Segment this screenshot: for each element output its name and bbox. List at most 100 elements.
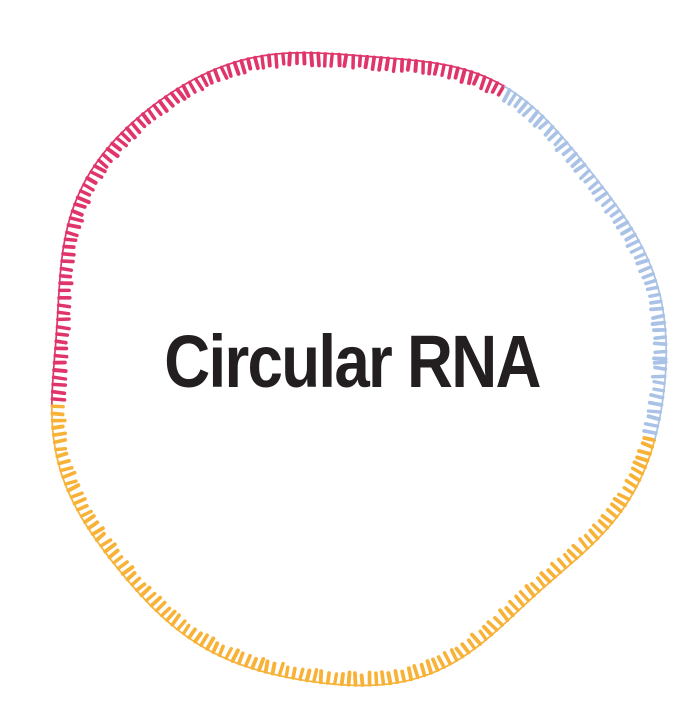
nucleotide-tick xyxy=(413,59,419,73)
nucleotide-tick xyxy=(90,526,105,537)
nucleotide-tick xyxy=(447,64,453,80)
nucleotide-tick xyxy=(591,185,604,195)
nucleotide-tick xyxy=(517,100,529,114)
nucleotide-tick xyxy=(612,214,626,224)
nucleotide-tick xyxy=(579,168,591,180)
nucleotide-tick xyxy=(116,560,129,571)
nucleotide-tick xyxy=(52,431,67,437)
nucleotide-tick xyxy=(101,152,113,164)
nucleotide-tick xyxy=(73,202,87,209)
nucleotide-tick xyxy=(159,606,172,618)
nucleotide-tick xyxy=(51,375,68,381)
nucleotide-tick xyxy=(63,237,78,242)
nucleotide-tick xyxy=(312,668,319,684)
nucleotide-tick xyxy=(50,404,65,409)
nucleotide-tick xyxy=(61,470,77,480)
nucleotide-tick xyxy=(333,672,339,686)
nucleotide-tick xyxy=(635,258,650,266)
nucleotide-tick xyxy=(650,320,667,326)
nucleotide-tick xyxy=(449,648,459,662)
nucleotide-tick xyxy=(199,633,209,648)
nucleotide-tick xyxy=(139,585,152,598)
nucleotide-tick xyxy=(652,387,666,393)
nucleotide-tick xyxy=(170,613,181,627)
nucleotide-tick xyxy=(56,303,72,309)
nucleotide-tick xyxy=(342,53,349,68)
nucleotide-tick xyxy=(637,449,652,456)
nucleotide-tick xyxy=(243,653,252,668)
nucleotide-tick xyxy=(649,299,663,305)
nucleotide-tick xyxy=(594,191,609,202)
nucleotide-tick xyxy=(504,605,515,618)
nucleotide-tick xyxy=(630,466,644,476)
diagram-title: Circular RNA xyxy=(164,320,541,404)
nucleotide-tick xyxy=(612,496,627,508)
nucleotide-tick xyxy=(246,57,253,71)
nucleotide-tick xyxy=(643,422,660,428)
nucleotide-tick xyxy=(120,131,132,143)
nucleotide-tick xyxy=(615,220,630,230)
nucleotide-tick xyxy=(175,87,187,101)
nucleotide-tick xyxy=(266,53,272,68)
nucleotide-tick xyxy=(181,83,191,98)
nucleotide-tick xyxy=(642,436,657,443)
nucleotide-tick xyxy=(588,179,600,191)
nucleotide-tick xyxy=(431,657,440,672)
nucleotide-tick xyxy=(52,438,68,445)
nucleotide-tick xyxy=(181,623,191,636)
nucleotide-tick xyxy=(470,632,483,646)
nucleotide-tick xyxy=(617,492,631,502)
nucleotide-tick xyxy=(377,56,383,72)
nucleotide-tick xyxy=(384,56,391,72)
nucleotide-tick xyxy=(478,629,488,641)
nucleotide-tick xyxy=(94,531,106,542)
nucleotide-tick xyxy=(646,414,661,422)
nucleotide-tick xyxy=(651,313,666,320)
nucleotide-tick xyxy=(479,75,487,91)
nucleotide-tick xyxy=(600,513,614,525)
nucleotide-tick xyxy=(50,389,67,396)
nucleotide-tick xyxy=(59,465,74,473)
nucleotide-tick xyxy=(304,668,312,683)
nucleotide-tick xyxy=(232,60,241,76)
nucleotide-tick xyxy=(578,537,589,551)
nucleotide-tick xyxy=(538,119,550,130)
nucleotide-tick xyxy=(553,135,564,147)
nucleotide-tick xyxy=(219,65,229,80)
nucleotide-tick xyxy=(250,656,258,670)
nucleotide-tick xyxy=(386,671,393,686)
nucleotide-tick xyxy=(54,339,68,345)
nucleotide-tick xyxy=(144,591,157,603)
nucleotide-tick xyxy=(502,88,512,103)
nucleotide-tick xyxy=(583,533,595,546)
nucleotide-tick xyxy=(610,502,623,514)
nucleotide-tick xyxy=(493,616,504,627)
nucleotide-tick xyxy=(645,285,660,292)
nucleotide-tick xyxy=(591,523,605,535)
nucleotide-tick xyxy=(205,636,216,651)
nucleotide-tick xyxy=(550,561,563,575)
nucleotide-tick xyxy=(453,66,460,80)
nucleotide-tick xyxy=(561,146,573,157)
nucleotide-tick xyxy=(53,353,69,359)
nucleotide-tick xyxy=(640,441,655,449)
nucleotide-tick xyxy=(65,230,79,238)
nucleotide-tick xyxy=(554,140,569,152)
nucleotide-tick xyxy=(380,670,386,686)
nucleotide-tick xyxy=(85,176,98,185)
nucleotide-tick xyxy=(460,642,471,655)
nucleotide-tick xyxy=(539,571,552,584)
nucleotide-tick xyxy=(588,528,600,541)
nucleotide-tick xyxy=(66,223,82,230)
nucleotide-tick xyxy=(141,112,152,125)
nucleotide-tick xyxy=(130,576,142,587)
nucleotide-tick xyxy=(120,565,135,576)
nucleotide-tick xyxy=(412,664,420,680)
nucleotide-tick xyxy=(648,292,661,298)
nucleotide-tick xyxy=(521,105,534,117)
nucleotide-tick xyxy=(76,503,89,512)
nucleotide-tick xyxy=(135,117,147,129)
nucleotide-tick xyxy=(125,126,137,140)
